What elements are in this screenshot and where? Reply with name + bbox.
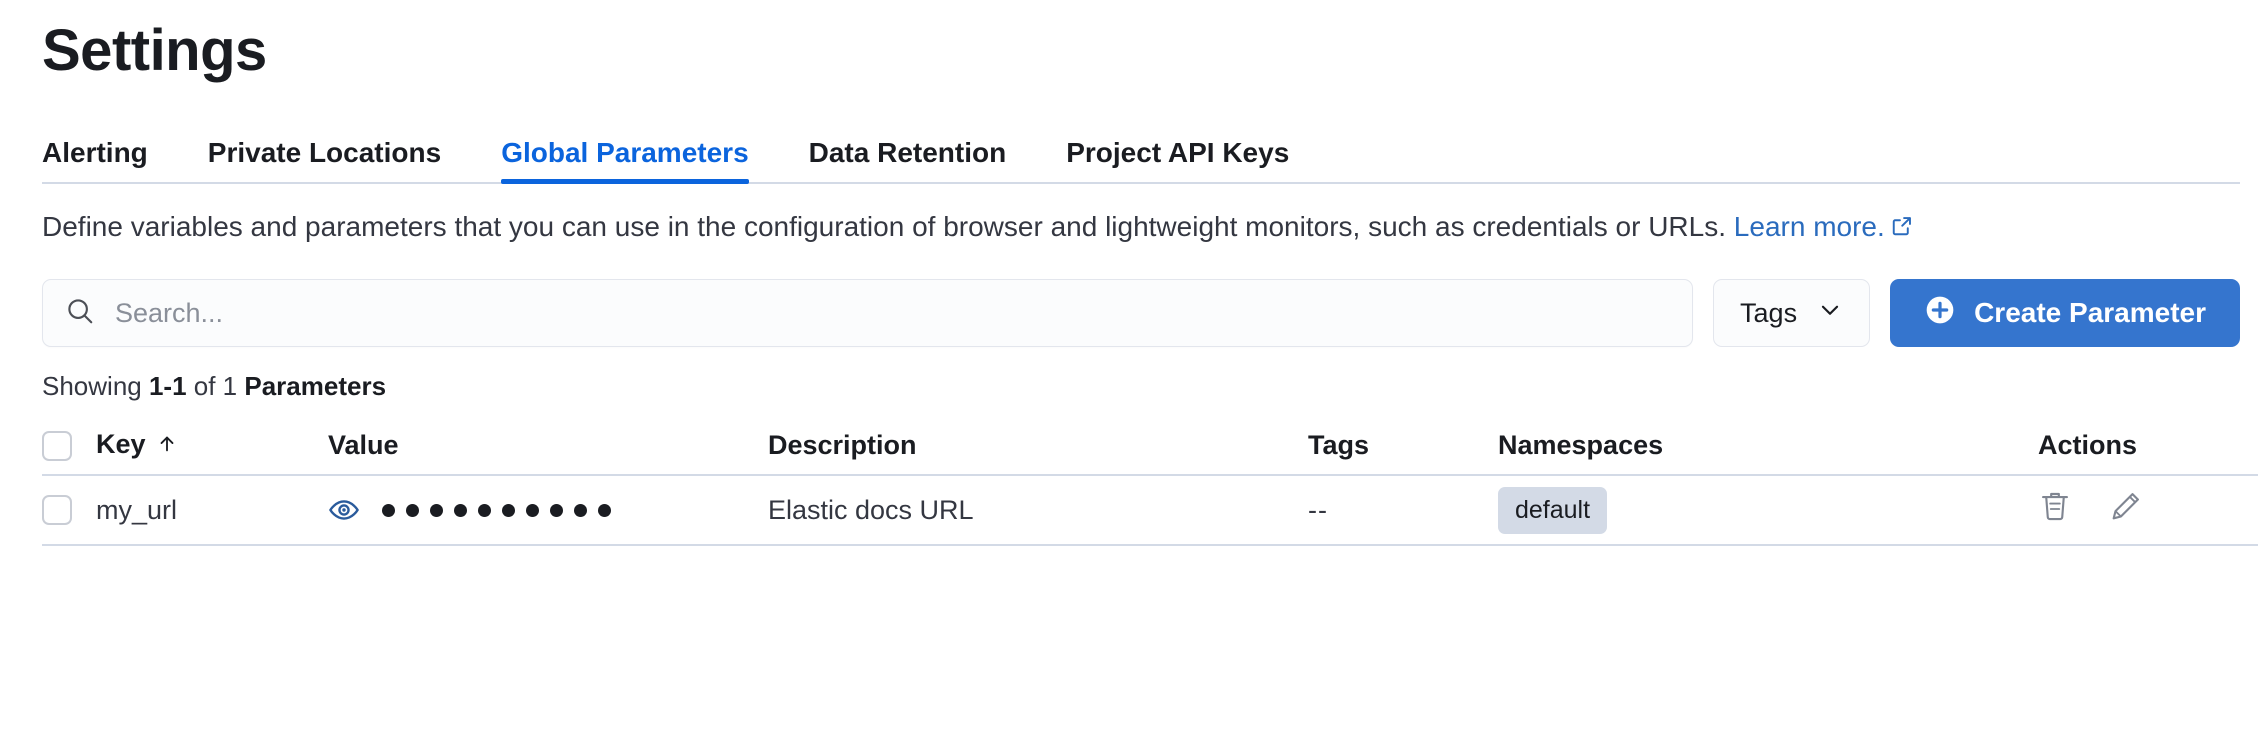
results-count: Showing 1-1 of 1 Parameters [42, 373, 2240, 399]
tags-empty-value: -- [1308, 494, 1328, 525]
mask-dot [574, 503, 587, 517]
mask-dot [598, 503, 611, 517]
mask-dot [382, 503, 395, 517]
cell-namespaces: default [1498, 475, 2038, 547]
row-actions [2038, 490, 2142, 524]
chevron-down-icon [1817, 297, 1843, 330]
search-icon [65, 296, 95, 331]
masked-value [382, 503, 611, 517]
cell-value [328, 475, 768, 547]
header-key-label: Key [96, 429, 146, 460]
header-namespaces[interactable]: Namespaces [1498, 417, 2038, 477]
select-all-checkbox[interactable] [42, 430, 72, 461]
cell-actions [2038, 475, 2258, 547]
settings-tabs: Alerting Private Locations Global Parame… [42, 120, 2240, 184]
results-prefix: Showing [42, 371, 149, 402]
page-description: Define variables and parameters that you… [42, 210, 2240, 245]
header-key[interactable]: Key [96, 417, 328, 477]
mask-dot [406, 503, 419, 517]
results-noun: Parameters [244, 371, 387, 402]
page-title: Settings [42, 18, 267, 83]
learn-more-label: Learn more. [1733, 211, 1885, 242]
mask-dot [454, 503, 467, 517]
tab-project-api-keys[interactable]: Project API Keys [1066, 137, 1290, 168]
row-checkbox[interactable] [42, 495, 72, 526]
learn-more-link[interactable]: Learn more. [1734, 211, 1913, 242]
header-tags[interactable]: Tags [1308, 417, 1498, 477]
trash-icon[interactable] [2038, 490, 2072, 524]
plus-circle-icon [1924, 294, 1956, 333]
header-actions: Actions [2038, 417, 2258, 477]
pencil-icon[interactable] [2108, 490, 2142, 524]
value-wrapper [328, 494, 768, 526]
tab-private-locations[interactable]: Private Locations [207, 137, 442, 168]
tab-global-parameters[interactable]: Global Parameters [471, 139, 778, 184]
results-middle: of 1 [186, 371, 245, 402]
external-link-icon [1891, 211, 1913, 245]
table-body: my_url Elastic docs URL -- default [42, 475, 2258, 547]
description-text: Define variables and parameters that you… [42, 211, 1727, 242]
controls-row: Tags Create Parameter [42, 279, 2240, 348]
table-header: Key Value Description Tags Namespaces Ac… [42, 417, 2258, 477]
cell-key: my_url [96, 475, 328, 547]
search-input[interactable] [113, 279, 1671, 348]
create-parameter-button[interactable]: Create Parameter [1890, 279, 2240, 348]
table-row: my_url Elastic docs URL -- default [42, 475, 2258, 547]
mask-dot [502, 503, 515, 517]
mask-dot [526, 503, 539, 517]
header-description[interactable]: Description [768, 417, 1308, 477]
search-field[interactable] [42, 279, 1694, 348]
arrow-up-icon [156, 431, 178, 462]
header-value[interactable]: Value [328, 417, 768, 477]
tags-filter-label: Tags [1740, 297, 1798, 328]
tab-alerting[interactable]: Alerting [42, 137, 148, 168]
mask-dot [430, 503, 443, 517]
row-select-cell [42, 475, 96, 547]
results-range: 1-1 [148, 371, 187, 402]
tab-data-retention[interactable]: Data Retention [808, 137, 1007, 168]
parameters-table: Key Value Description Tags Namespaces Ac… [42, 417, 2258, 547]
eye-icon[interactable] [328, 494, 360, 526]
table-header-row: Key Value Description Tags Namespaces Ac… [42, 417, 2258, 477]
namespace-badge: default [1498, 486, 1608, 534]
cell-description: Elastic docs URL [768, 475, 1308, 547]
mask-dot [550, 503, 563, 517]
tags-filter-button[interactable]: Tags [1713, 279, 1871, 348]
header-select-all [42, 417, 96, 477]
create-parameter-label: Create Parameter [1974, 297, 2206, 329]
mask-dot [478, 503, 491, 517]
cell-tags: -- [1308, 475, 1498, 547]
